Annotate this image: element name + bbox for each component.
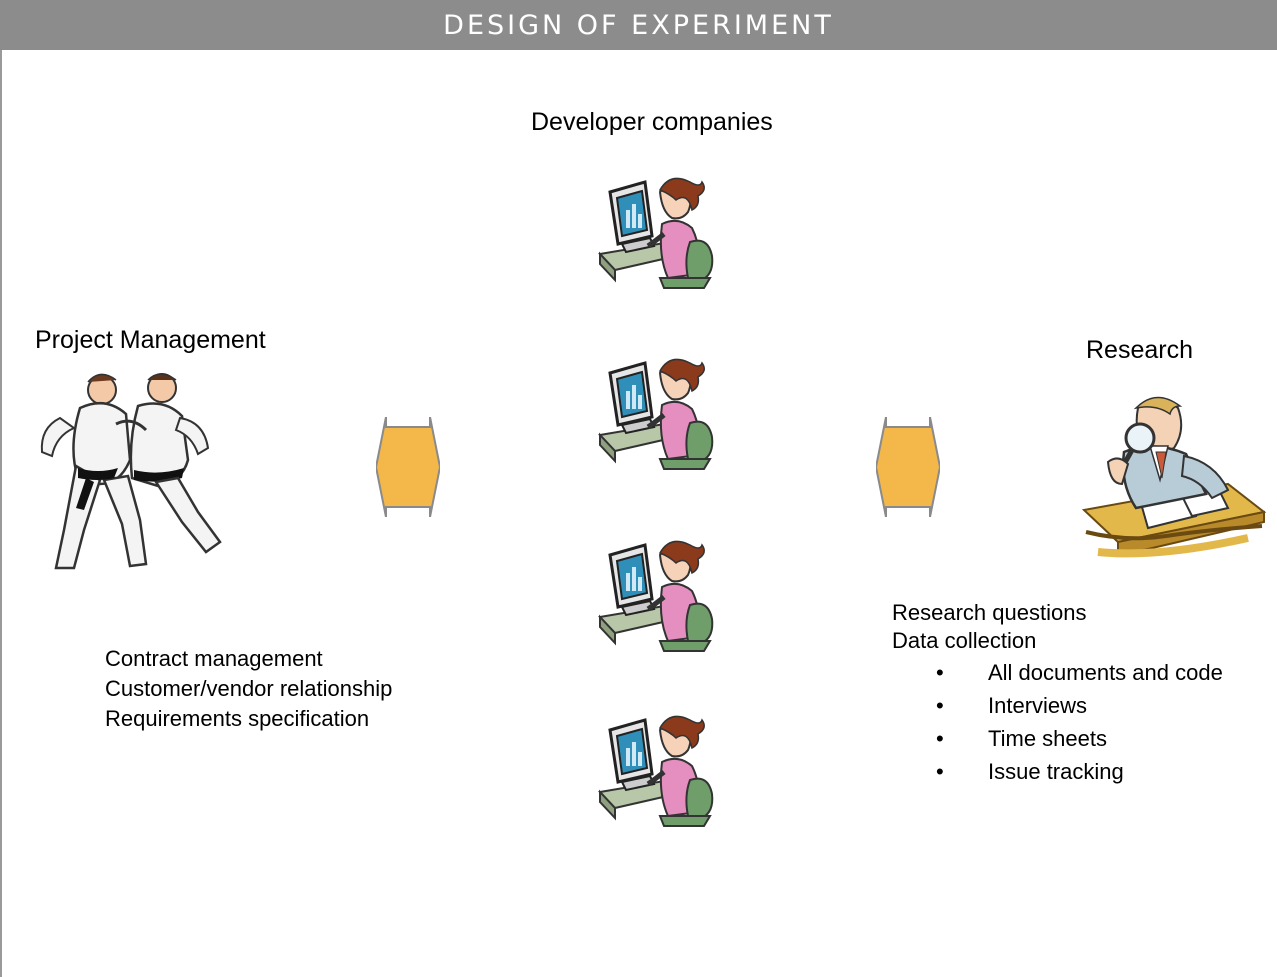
double-headed-arrow-icon xyxy=(376,417,440,517)
developer-at-computer-icon xyxy=(590,525,720,655)
slide-title: DESIGN OF EXPERIMENT xyxy=(443,9,834,41)
research-heading: Research xyxy=(1086,336,1193,364)
researcher-with-magnifier-icon xyxy=(1081,396,1267,558)
research-item: Data collection xyxy=(892,628,1037,653)
project-management-heading: Project Management xyxy=(35,326,266,354)
pm-item: Contract management xyxy=(105,646,323,671)
research-item: Research questions xyxy=(892,600,1087,625)
list-item: Issue tracking xyxy=(931,755,1223,788)
judo-wrestlers-icon xyxy=(40,373,222,570)
left-border xyxy=(0,50,2,977)
pm-item: Requirements specification xyxy=(105,706,370,731)
developer-at-computer-icon xyxy=(590,343,720,473)
double-headed-arrow-icon xyxy=(876,417,940,517)
list-item: Interviews xyxy=(931,689,1223,722)
title-bar: DESIGN OF EXPERIMENT xyxy=(0,0,1277,50)
developer-companies-heading: Developer companies xyxy=(531,108,773,136)
developer-at-computer-icon xyxy=(590,162,720,292)
pm-item: Customer/vendor relationship xyxy=(105,676,393,701)
list-item: Time sheets xyxy=(931,722,1223,755)
data-collection-list: All documents and code Interviews Time s… xyxy=(931,656,1223,788)
list-item: All documents and code xyxy=(931,656,1223,689)
developer-at-computer-icon xyxy=(590,700,720,830)
